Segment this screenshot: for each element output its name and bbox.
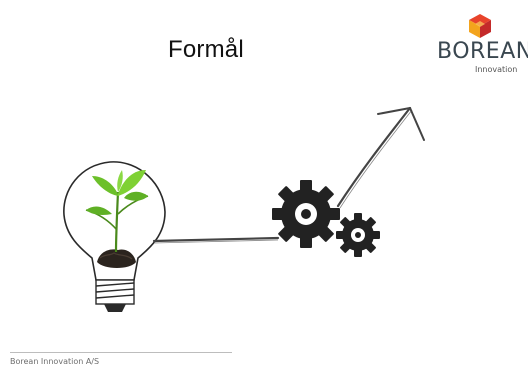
arrow-icon	[152, 106, 425, 244]
logo-subtitle: Innovation	[475, 65, 518, 74]
gears-icon	[272, 180, 380, 257]
lightbulb-plant-icon	[63, 161, 166, 312]
logo-wordmark: BOREAN	[437, 39, 528, 64]
footer-text: Borean Innovation A/S	[10, 357, 100, 366]
footer-divider	[10, 352, 232, 353]
logo-gem-icon	[469, 14, 491, 38]
company-logo: BOREAN Innovation	[434, 12, 528, 76]
slide-title: Formål	[168, 36, 244, 63]
